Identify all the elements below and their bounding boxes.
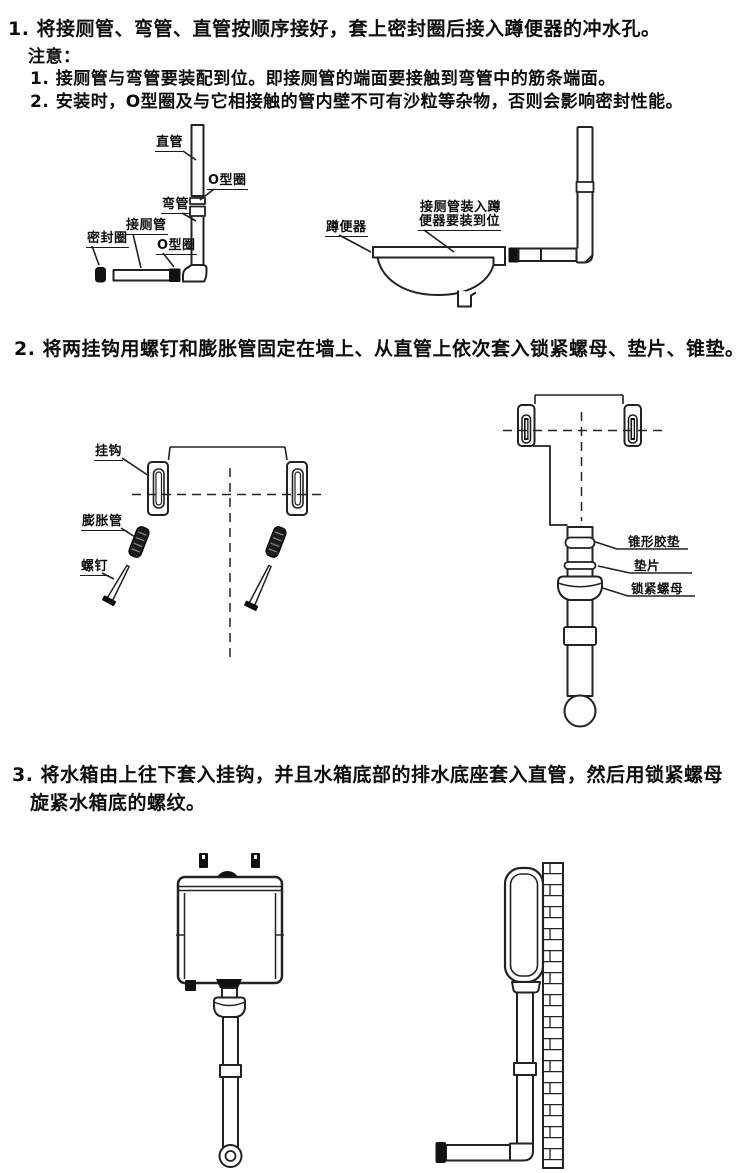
screw-right bbox=[244, 564, 272, 611]
leader-lines-step2-left bbox=[101, 457, 150, 580]
label-toilet-pipe: 接厕管 bbox=[125, 218, 168, 235]
label-straight-pipe: 直管 bbox=[155, 135, 185, 152]
step3-title-line2: 旋紧水箱底的螺纹。 bbox=[30, 792, 206, 814]
bend-pipe-drawing bbox=[182, 216, 208, 283]
expansion-anchor-right bbox=[265, 526, 287, 558]
label-cone-pad: 锥形胶垫 bbox=[628, 534, 681, 549]
label-o-ring-bottom: O型圈 bbox=[156, 238, 197, 255]
leader-lines-left bbox=[91, 150, 215, 269]
step3-title-line1: 3. 将水箱由上往下套入挂钩，并且水箱底部的排水底座套入直管，然后用锁紧螺母 bbox=[12, 764, 724, 786]
wall-hooks-side bbox=[503, 394, 668, 526]
straight-pipe-drawing bbox=[189, 124, 206, 217]
label-lock-nut: 锁紧螺母 bbox=[631, 581, 684, 596]
step2-title: 2. 将两挂钩用螺钉和膨胀管固定在墙上、从直管上依次套入锁紧螺母、垫片、锥垫。 bbox=[14, 338, 745, 360]
step2-diagram-art bbox=[101, 394, 695, 728]
brick-wall bbox=[542, 862, 564, 1169]
screw-left bbox=[102, 564, 130, 607]
label-washer: 垫片 bbox=[634, 558, 661, 573]
step3-diagram bbox=[0, 840, 750, 1173]
inlet-pipe-drawing bbox=[508, 126, 595, 264]
flush-pipe-front bbox=[213, 987, 246, 1168]
step1-diagram-art bbox=[91, 124, 595, 308]
label-hook: 挂钩 bbox=[94, 444, 124, 461]
step1-note-2: 2. 安装时，O型圈及与它相接触的管内壁不可有沙粒等杂物，否则会影响密封性能。 bbox=[30, 92, 684, 112]
step1-title: 1. 将接厕管、弯管、直管按顺序接好，套上密封圈后接入蹲便器的冲水孔。 bbox=[8, 18, 661, 40]
step1-diagram: 直管 O型圈 弯管 接厕管 密封圈 O型圈 蹲便器 接厕管装入蹲 便器要装到位 bbox=[0, 115, 750, 327]
label-fit-note-line2: 便器要装到位 bbox=[418, 214, 502, 231]
label-fit-note-line1: 接厕管装入蹲 bbox=[420, 200, 502, 215]
step1-note-1: 1. 接厕管与弯管要装配到位。即接厕管的端面要接触到弯管中的筋条端面。 bbox=[30, 69, 616, 89]
wall-hooks-front bbox=[132, 446, 322, 658]
step3-diagram-art bbox=[176, 853, 564, 1169]
step2-diagram: 挂钩 膨胀管 螺钉 锥形胶垫 垫片 锁紧螺母 bbox=[0, 390, 750, 742]
toilet-pipe-drawing bbox=[95, 267, 181, 283]
flush-pipe-side bbox=[435, 991, 537, 1163]
label-seal-ring: 密封圈 bbox=[86, 231, 129, 248]
squat-pan-drawing bbox=[372, 246, 506, 308]
pipe-stack-drawing bbox=[557, 526, 603, 728]
label-o-ring-top: O型圈 bbox=[207, 173, 248, 190]
label-bend-pipe: 弯管 bbox=[161, 197, 191, 214]
leader-lines-step2-right bbox=[593, 540, 695, 597]
expansion-anchor-left bbox=[128, 526, 150, 558]
leader-lines-right bbox=[338, 229, 455, 253]
cistern-side bbox=[503, 866, 545, 994]
label-expansion-tube: 膨胀管 bbox=[81, 514, 124, 531]
cistern-front bbox=[176, 853, 284, 991]
label-screw: 螺钉 bbox=[80, 559, 110, 576]
label-squat-pan: 蹲便器 bbox=[325, 220, 368, 237]
step1-note-heading: 注意： bbox=[28, 47, 81, 67]
